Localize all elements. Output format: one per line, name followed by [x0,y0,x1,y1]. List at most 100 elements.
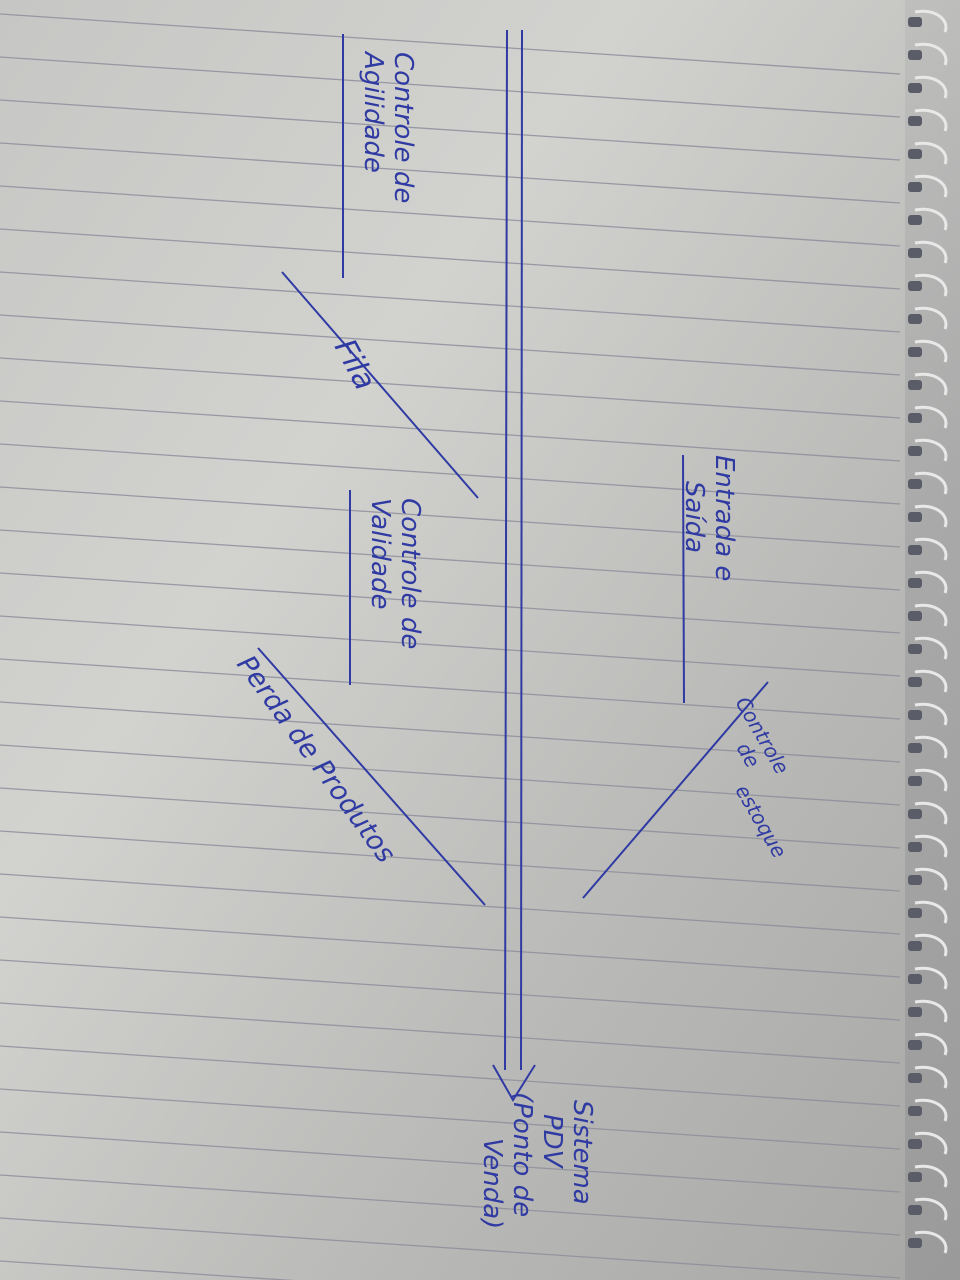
ruled-line [0,486,901,548]
spiral-hole [908,116,922,126]
spiral-ring [914,9,948,33]
spiral-hole [908,512,922,522]
spiral-hole [908,644,922,654]
spiral-hole [908,875,922,885]
spine-arrowhead [492,1064,536,1102]
spiral-ring [914,1164,948,1188]
ruled-line [0,873,901,935]
spiral-ring [914,834,948,858]
spiral-ring [914,603,948,627]
spiral-ring [914,108,948,132]
spiral-ring [914,1065,948,1089]
ruled-line [0,787,901,849]
label-underlines [342,34,685,704]
spine-line-left [504,29,508,1071]
spiral-hole [908,776,922,786]
spiral-hole [908,1007,922,1017]
label-entrada-saida: Entrada e Saída [679,455,739,590]
spiral-hole [908,83,922,93]
rib-perda-produtos [257,647,486,906]
label-controle-validade: Controle de Validade [365,498,425,658]
spiral-hole [908,17,922,27]
spiral-hole [908,1205,922,1215]
label-effect-sistema-pdv: Sistema PDV (Ponto de Venda) [477,1092,597,1229]
spiral-hole [908,149,922,159]
spiral-ring [914,372,948,396]
spiral-ring [914,174,948,198]
spiral-ring [914,207,948,231]
spiral-hole [908,380,922,390]
ruled-line [0,185,901,247]
spiral-hole [908,809,922,819]
ruled-line [0,1260,295,1280]
spiral-hole [908,941,922,951]
spiral-ring [914,1197,948,1221]
spiral-ring [914,735,948,759]
spiral-hole [908,611,922,621]
rib-fila [281,271,479,499]
ruled-line [0,830,901,892]
underline-entrada-saida [682,454,685,704]
spiral-hole [908,842,922,852]
ruled-line [0,1217,901,1279]
spiral-ring [914,801,948,825]
ruled-line [0,443,901,505]
spiral-ring [914,339,948,363]
spiral-hole [908,1040,922,1050]
spiral-ring [914,1131,948,1155]
spiral-ring [914,933,948,957]
spiral-ring [914,141,948,165]
spine-line-right [520,29,523,1071]
spiral-hole [908,248,922,258]
spiral-ring [914,1098,948,1122]
spiral-ring [914,1032,948,1056]
ruled-line [0,744,901,806]
spiral-hole [908,347,922,357]
fishbone-ribs [257,271,769,906]
spiral-hole [908,281,922,291]
spiral-hole [908,974,922,984]
spiral-hole [908,314,922,324]
spiral-ring [914,570,948,594]
spiral-ring [914,669,948,693]
ruled-line [0,916,901,978]
spiral-hole [908,908,922,918]
spiral-hole [908,545,922,555]
ruled-lines [0,13,901,1280]
spiral-hole [908,1172,922,1182]
spiral-hole [908,1139,922,1149]
spiral-hole [908,1073,922,1083]
spiral-hole [908,578,922,588]
ruled-line [0,314,901,376]
ruled-line [0,357,901,419]
spiral-ring [914,966,948,990]
ruled-line [0,658,901,720]
ruled-line [0,99,901,161]
spiral-ring [914,471,948,495]
spiral-hole [908,50,922,60]
ruled-line [0,271,901,333]
spiral-ring [914,768,948,792]
fishbone-spine [492,29,536,1102]
spiral-ring [914,240,948,264]
label-controle-agilidade: Controle de Agilidade [358,50,418,212]
spiral-hole [908,743,922,753]
paper-sheet [0,0,905,1280]
spiral-ring [914,636,948,660]
ruled-line [0,959,901,1021]
ruled-line [0,1002,901,1064]
spiral-ring [914,273,948,297]
ruled-line [0,615,901,677]
spiral-ring [914,42,948,66]
spiral-ring [914,999,948,1023]
ruled-line [0,1045,901,1107]
spiral-ring [914,537,948,561]
ruled-line [0,13,901,75]
spiral-ring [914,867,948,891]
spiral-hole [908,1238,922,1248]
spiral-ring [914,438,948,462]
spiral-ring [914,1230,948,1254]
spiral-hole [908,677,922,687]
ruled-line [0,228,901,290]
